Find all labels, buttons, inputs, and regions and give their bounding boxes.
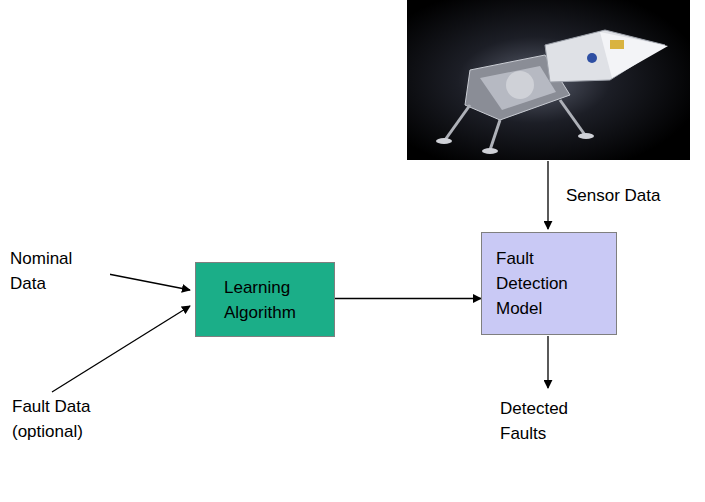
box-text: Fault Detection Model [496, 246, 588, 321]
box-text: Learning Algorithm [224, 275, 320, 325]
nominal-arrow [98, 272, 190, 290]
sensor-arrow [547, 161, 548, 229]
model-box: Fault Detection Model [481, 232, 617, 335]
input-label: Fault Data (optional) [12, 394, 112, 444]
output-label: Detected Faults [500, 396, 585, 446]
process-box: Learning Algorithm [195, 262, 335, 337]
input-label: Nominal Data [10, 246, 110, 296]
fault-data-arrow [52, 306, 190, 392]
flow-arrow [335, 298, 481, 299]
plain-arrows [52, 161, 548, 392]
signal-label: Sensor Data [566, 183, 661, 208]
spacecraft-picture [407, 0, 690, 160]
output-arrow [547, 336, 548, 388]
